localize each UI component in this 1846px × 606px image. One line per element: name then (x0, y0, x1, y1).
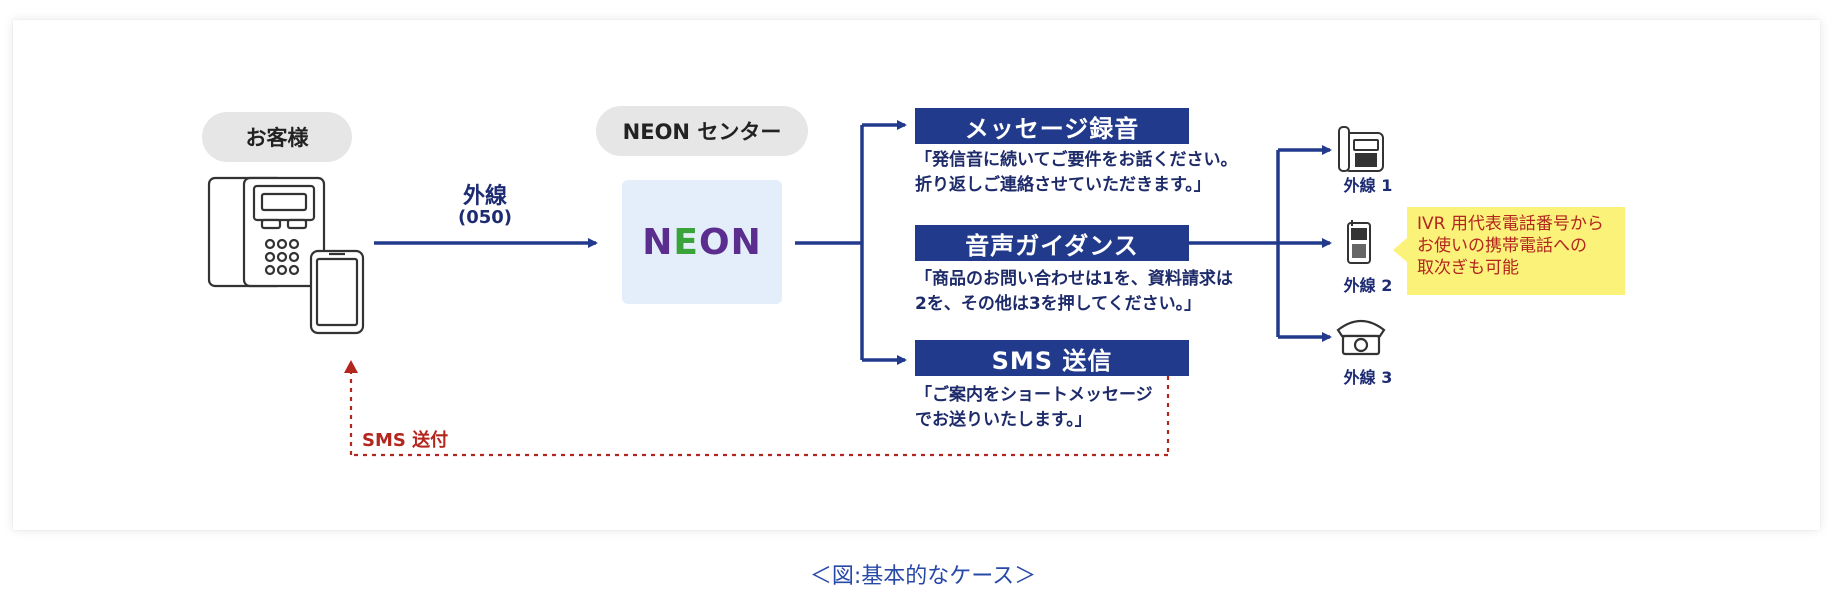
logo-letter-o: O (698, 221, 731, 263)
logo-letter-n2: N (730, 221, 762, 263)
destination-3-label: 外線 3 (1343, 368, 1393, 387)
sms-return-label: SMS 送付 (362, 430, 449, 451)
destination-2-label: 外線 2 (1343, 276, 1393, 295)
branch-connector (795, 120, 1332, 365)
ivr-forwarding-note: IVR 用代表電話番号から お使いの携帯電話への 取次ぎも可能 (1407, 207, 1625, 295)
logo-letter-e: E (673, 221, 699, 263)
line-in-label: 外線 (462, 184, 507, 209)
voice-guidance-bar: 音声ガイダンス (915, 225, 1189, 261)
mobile-phone-icon (1347, 220, 1371, 264)
logo-letter-n: N (642, 221, 674, 263)
sms-return-path (349, 372, 1170, 457)
figure-caption: ＜図:基本的なケース＞ (809, 564, 1037, 589)
sms-return-arrowhead (344, 360, 358, 373)
neon-center-label: NEON センター (596, 106, 808, 156)
sms-send-bar: SMS 送信 (915, 340, 1189, 376)
destination-1-label: 外線 1 (1343, 176, 1393, 195)
message-recording-desc: 「発信音に続いてご要件をお話ください。 折り返しご連絡させていただきます。」 (915, 150, 1238, 195)
rotary-phone-icon (1336, 319, 1386, 356)
customer-label: お客様 (202, 112, 352, 162)
sms-send-desc: 「ご案内をショートメッセージ でお送りいたします。」 (915, 385, 1153, 430)
voice-guidance-desc: 「商品のお問い合わせは1を、資料請求は 2を、その他は3を押してください。」 (915, 269, 1233, 314)
line-in-number: (050) (457, 207, 513, 228)
note-pointer (1393, 238, 1407, 262)
desk-phone-with-mobile-icon (207, 176, 365, 335)
desk-phone-icon (1338, 126, 1384, 172)
message-recording-bar: メッセージ録音 (915, 108, 1189, 144)
